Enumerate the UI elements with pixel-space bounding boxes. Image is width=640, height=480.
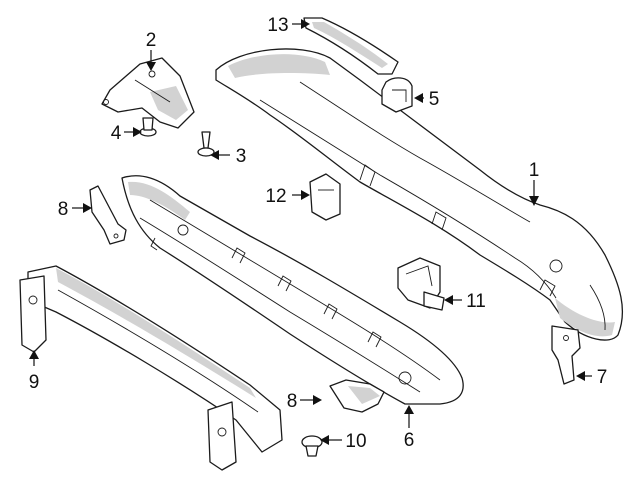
part-13-strip [303, 17, 399, 75]
callout-8-upper: 8 [58, 199, 69, 220]
callout-4: 4 [111, 123, 122, 144]
callout-11: 11 [466, 291, 486, 312]
part-12-bracket-block [309, 173, 341, 221]
part-10-push-clip [301, 435, 323, 457]
part-9-impact-bar [19, 265, 283, 471]
callout-2: 2 [146, 30, 157, 51]
callout-10: 10 [345, 431, 366, 452]
part-1-bumper-cover [215, 48, 624, 341]
part-8-bracket-lower [329, 379, 385, 413]
part-11-sensor [397, 257, 445, 311]
callout-5: 5 [429, 89, 440, 110]
part-3-bolt [197, 131, 215, 157]
callout-8-lower: 8 [287, 391, 298, 412]
leader-lines [29, 19, 592, 445]
callout-9: 9 [29, 372, 40, 393]
callout-3: 3 [236, 146, 247, 167]
callout-labels: 1 2 3 4 5 6 7 8 8 9 10 11 12 13 [29, 15, 608, 452]
callout-1: 1 [529, 160, 540, 181]
part-6-absorber [121, 175, 464, 405]
callout-13: 13 [267, 15, 288, 36]
part-2-bracket [101, 57, 195, 129]
part-7-bracket [551, 325, 581, 385]
part-8-bracket-upper [89, 185, 127, 245]
part-5-sensor-holder [381, 77, 413, 113]
callout-7: 7 [597, 367, 608, 388]
callout-12: 12 [265, 186, 286, 207]
part-4-clip [139, 117, 157, 137]
callout-6: 6 [404, 430, 415, 451]
